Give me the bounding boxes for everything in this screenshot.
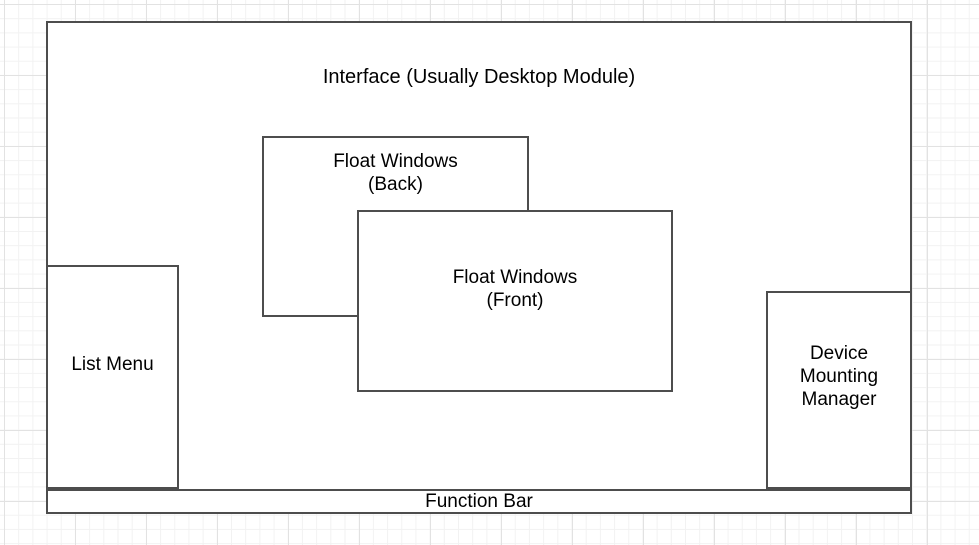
function-bar-label: Function Bar <box>425 491 533 512</box>
function-bar-box[interactable]: Function Bar <box>46 489 912 514</box>
interface-container-label: Interface (Usually Desktop Module) <box>322 66 636 88</box>
float-windows-front-label: Float Windows (Front) <box>452 267 578 312</box>
list-menu-label: List Menu <box>71 354 154 375</box>
device-mounting-manager-box[interactable]: Device Mounting Manager <box>766 291 912 489</box>
float-windows-back-label: Float Windows (Back) <box>333 151 458 196</box>
float-windows-front-box[interactable]: Float Windows (Front) <box>357 210 673 392</box>
device-mounting-manager-label: Device Mounting Manager <box>799 343 879 411</box>
list-menu-box[interactable]: List Menu <box>46 265 179 489</box>
